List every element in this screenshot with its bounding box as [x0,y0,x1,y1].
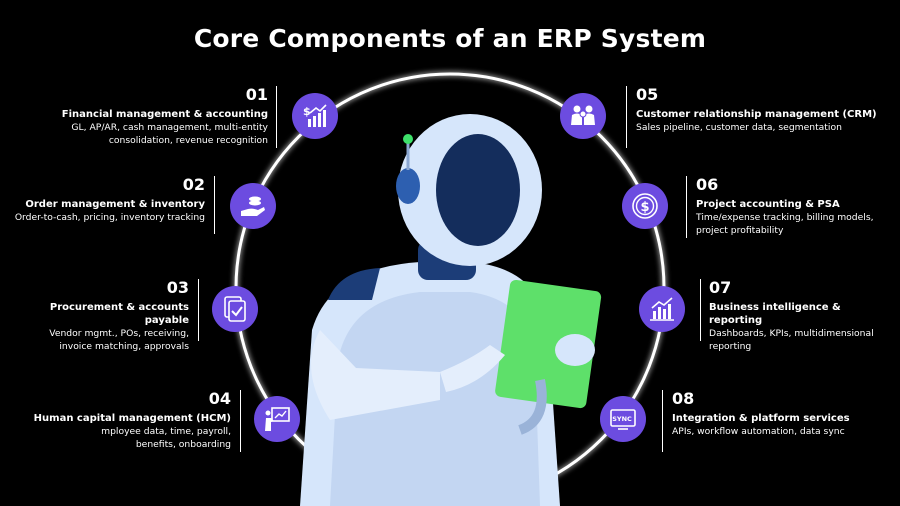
page-title: Core Components of an ERP System [193,24,707,53]
sync-label: SYNC [612,415,632,423]
component-desc-line: project profitability [696,225,784,236]
component-04: 04 Human capital management (HCM) mploye… [20,390,231,451]
component-desc-line: consolidation, revenue recognition [108,135,268,146]
component-desc-line: GL, AP/AR, cash management, multi-entity [71,122,268,133]
divider [700,279,701,341]
component-desc-line: Sales pipeline, customer data, segmentat… [636,122,842,133]
money-growth-chart-icon: $ [292,93,338,139]
component-heading: Business intelligence & reporting [709,302,841,326]
component-number: 06 [696,175,719,194]
component-03: 03 Procurement & accounts payable Vendor… [10,279,189,353]
component-heading: Order management & inventory [25,199,205,210]
sync-monitor-icon: SYNC [600,396,646,442]
divider [198,279,199,341]
component-number: 08 [672,389,695,408]
component-05: 05 Customer relationship management (CRM… [636,86,886,134]
component-desc-line: Time/expense tracking, billing models, [696,212,874,223]
component-desc-line: benefits, onboarding [135,439,231,450]
component-heading: Procurement & accounts payable [49,302,189,326]
hand-coins-icon [230,183,276,229]
divider [240,390,241,452]
dollar-coin-icon: $ [622,183,668,229]
component-02: 02 Order management & inventory Order-to… [10,176,205,224]
component-number: 02 [182,175,205,194]
presenter-board-icon [254,396,300,442]
component-desc-line: Dashboards, KPIs, multidimensional [709,328,874,339]
component-number: 04 [208,389,231,408]
svg-text:$: $ [640,200,649,215]
component-number: 07 [709,278,732,297]
divider [662,390,663,452]
people-group-icon [560,93,606,139]
component-01: 01 Financial management & accounting GL,… [40,86,268,147]
component-07: 07 Business intelligence & reporting Das… [709,279,895,353]
robot [300,114,602,506]
bar-chart-icon [639,286,685,332]
component-desc-line: reporting [709,341,752,352]
component-number: 03 [166,278,189,297]
component-heading: Human capital management (HCM) [33,413,231,424]
divider [276,86,277,148]
component-desc-line: APIs, workflow automation, data sync [672,426,845,437]
component-heading: Project accounting & PSA [696,199,840,210]
document-check-icon [212,286,258,332]
component-heading: Financial management & accounting [61,109,268,120]
component-desc-line: mployee data, time, payroll, [101,426,231,437]
component-number: 01 [245,85,268,104]
component-heading: Integration & platform services [672,413,850,424]
svg-text:$: $ [303,105,311,118]
divider [686,176,687,238]
divider [626,86,627,148]
component-number: 05 [636,85,659,104]
component-heading: Customer relationship management (CRM) [636,109,877,120]
component-desc-line: Vendor mgmt., POs, receiving, [49,328,189,339]
component-06: 06 Project accounting & PSA Time/expense… [696,176,892,237]
component-desc-line: invoice matching, approvals [59,341,189,352]
divider [214,176,215,234]
component-desc-line: Order-to-cash, pricing, inventory tracki… [14,212,205,223]
component-08: 08 Integration & platform services APIs,… [672,390,887,438]
